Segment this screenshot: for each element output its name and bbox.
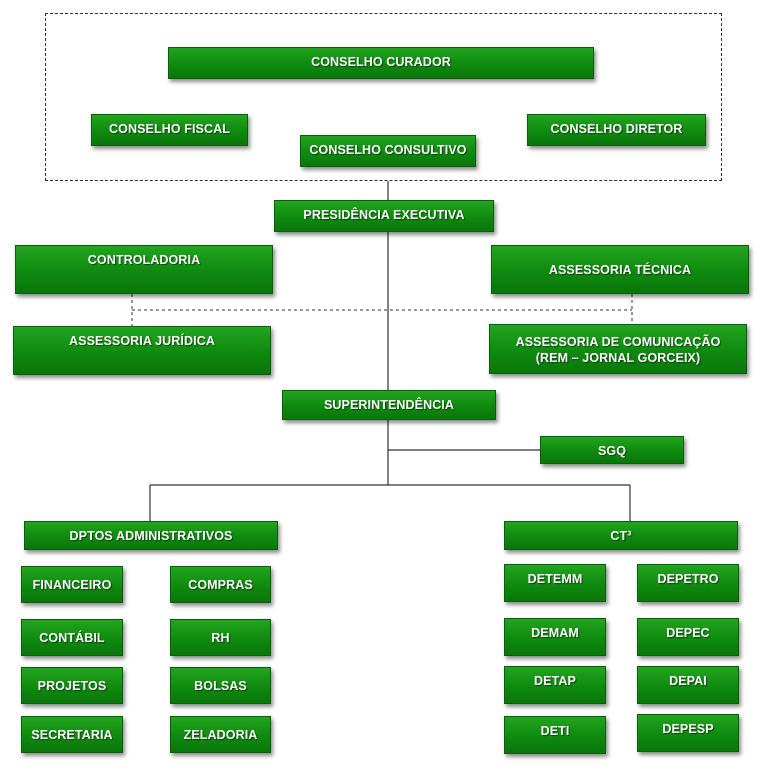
box-assessoria-tecnica: ASSESSORIA TÉCNICA xyxy=(491,245,749,294)
box-depesp: DEPESP xyxy=(637,714,739,752)
box-bolsas: BOLSAS xyxy=(170,667,271,704)
box-financeiro: FINANCEIRO xyxy=(21,566,123,603)
box-detap: DETAP xyxy=(504,666,606,704)
box-assessoria-juridica: ASSESSORIA JURÍDICA xyxy=(13,326,271,375)
box-dptos-administrativos: DPTOS ADMINISTRATIVOS xyxy=(24,521,278,550)
assessoria-comunicacao-line2: (REM – JORNAL GORCEIX) xyxy=(535,351,701,365)
box-rh: RH xyxy=(170,619,271,656)
box-sgq: SGQ xyxy=(540,436,684,464)
box-contabil: CONTÁBIL xyxy=(21,619,123,656)
box-detemm: DETEMM xyxy=(504,564,606,602)
box-depetro: DEPETRO xyxy=(637,564,739,602)
box-assessoria-comunicacao: ASSESSORIA DE COMUNICAÇÃO (REM – JORNAL … xyxy=(489,324,747,374)
box-projetos: PROJETOS xyxy=(21,667,123,704)
box-secretaria: SECRETARIA xyxy=(21,716,123,753)
box-conselho-consultivo: CONSELHO CONSULTIVO xyxy=(300,135,476,167)
box-conselho-diretor: CONSELHO DIRETOR xyxy=(527,114,706,146)
box-ct3: CT³ xyxy=(504,521,738,550)
box-depai: DEPAI xyxy=(637,666,739,704)
box-presidencia-executiva: PRESIDÊNCIA EXECUTIVA xyxy=(274,200,494,232)
box-zeladoria: ZELADORIA xyxy=(170,716,271,753)
box-conselho-fiscal: CONSELHO FISCAL xyxy=(91,114,248,146)
box-controladoria: CONTROLADORIA xyxy=(15,245,273,294)
board-frame xyxy=(45,13,722,181)
box-demam: DEMAM xyxy=(504,618,606,656)
box-deti: DETI xyxy=(504,716,606,754)
box-compras: COMPRAS xyxy=(170,566,271,603)
box-superintendencia: SUPERINTENDÊNCIA xyxy=(282,390,496,420)
box-conselho-curador: CONSELHO CURADOR xyxy=(168,47,594,79)
box-depec: DEPEC xyxy=(637,618,739,656)
assessoria-comunicacao-line1: ASSESSORIA DE COMUNICAÇÃO xyxy=(515,335,721,349)
